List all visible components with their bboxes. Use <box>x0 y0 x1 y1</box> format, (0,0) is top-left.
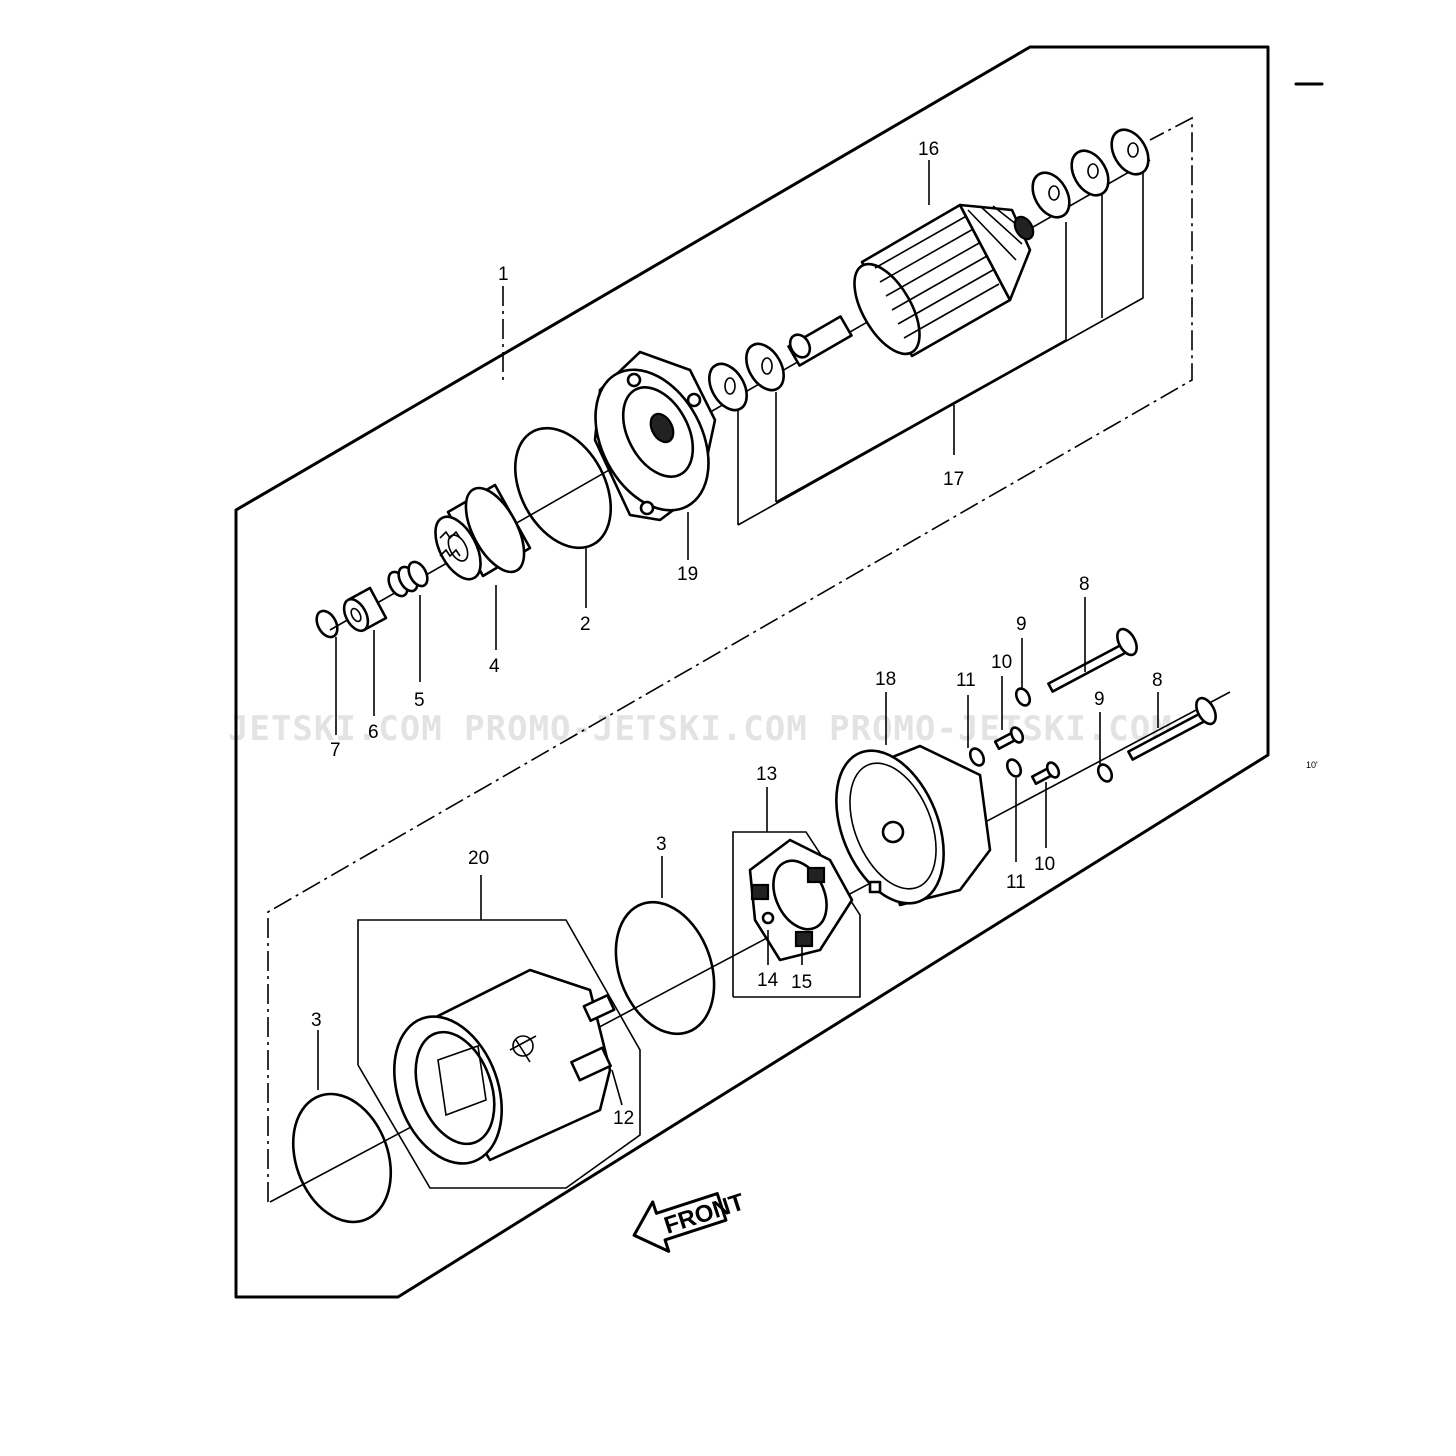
o-ring-mid <box>614 900 716 1036</box>
callout-11-upper: 11 <box>956 670 976 691</box>
front-label: FRONT <box>661 1188 748 1239</box>
callout-1: 1 <box>498 264 509 285</box>
collar <box>342 586 388 633</box>
callout-19: 19 <box>677 564 698 585</box>
callout-2: 2 <box>580 614 591 635</box>
callout-9-upper: 9 <box>1016 614 1027 635</box>
callout-5: 5 <box>414 690 425 711</box>
callout-3-mid: 3 <box>656 834 667 855</box>
callout-14: 14 <box>757 970 779 991</box>
armature-bracket-right <box>737 165 1144 526</box>
washers-lower <box>708 342 785 412</box>
spring <box>387 560 429 598</box>
o-ring-upper <box>513 426 613 550</box>
screw-10-lower <box>1030 761 1061 786</box>
callout-8-upper: 8 <box>1079 574 1090 595</box>
callout-18: 18 <box>875 669 896 690</box>
callout-8-lower: 8 <box>1152 670 1163 691</box>
o-ring-rear <box>291 1092 393 1224</box>
rear-cover <box>835 744 992 907</box>
through-bolt-upper <box>1047 627 1138 693</box>
washer-11-lower <box>1005 758 1023 778</box>
armature <box>787 203 1035 367</box>
callout-13: 13 <box>756 764 777 785</box>
through-bolt-lower <box>1127 696 1217 761</box>
front-arrow: FRONT <box>632 1188 748 1253</box>
callout-15: 15 <box>791 972 812 993</box>
front-cover <box>593 350 717 522</box>
screw-10-upper <box>993 726 1025 751</box>
assembly-outline <box>234 45 1270 1299</box>
callout-6: 6 <box>368 722 379 743</box>
callout-10-lower: 10 <box>1034 854 1055 875</box>
callout-4: 4 <box>489 656 500 677</box>
washers-upper <box>1031 128 1150 219</box>
housing-bracket <box>357 919 641 1189</box>
callout-20: 20 <box>468 848 489 869</box>
callout-3-rear: 3 <box>311 1010 322 1031</box>
washer-9-lower <box>1096 763 1114 783</box>
yoke-housing <box>393 968 616 1165</box>
circlip <box>315 609 339 639</box>
callout-11-lower: 11 <box>1006 872 1026 893</box>
callout-7: 7 <box>330 740 341 761</box>
armature-bracket-mid <box>775 222 1067 503</box>
callout-17: 17 <box>943 469 964 490</box>
pinion-clutch <box>434 483 532 581</box>
callout-16: 16 <box>918 139 939 160</box>
margin-mark: 10' <box>1306 760 1318 770</box>
washer-11-upper <box>968 747 986 767</box>
brush-holder <box>748 838 854 962</box>
callout-9-lower: 9 <box>1094 689 1105 710</box>
lower-group-frame <box>267 116 1193 1202</box>
callout-12: 12 <box>613 1108 634 1129</box>
washer-9-upper <box>1014 687 1032 707</box>
callout-10-upper: 10 <box>991 652 1012 673</box>
leader-12 <box>611 1069 623 1106</box>
